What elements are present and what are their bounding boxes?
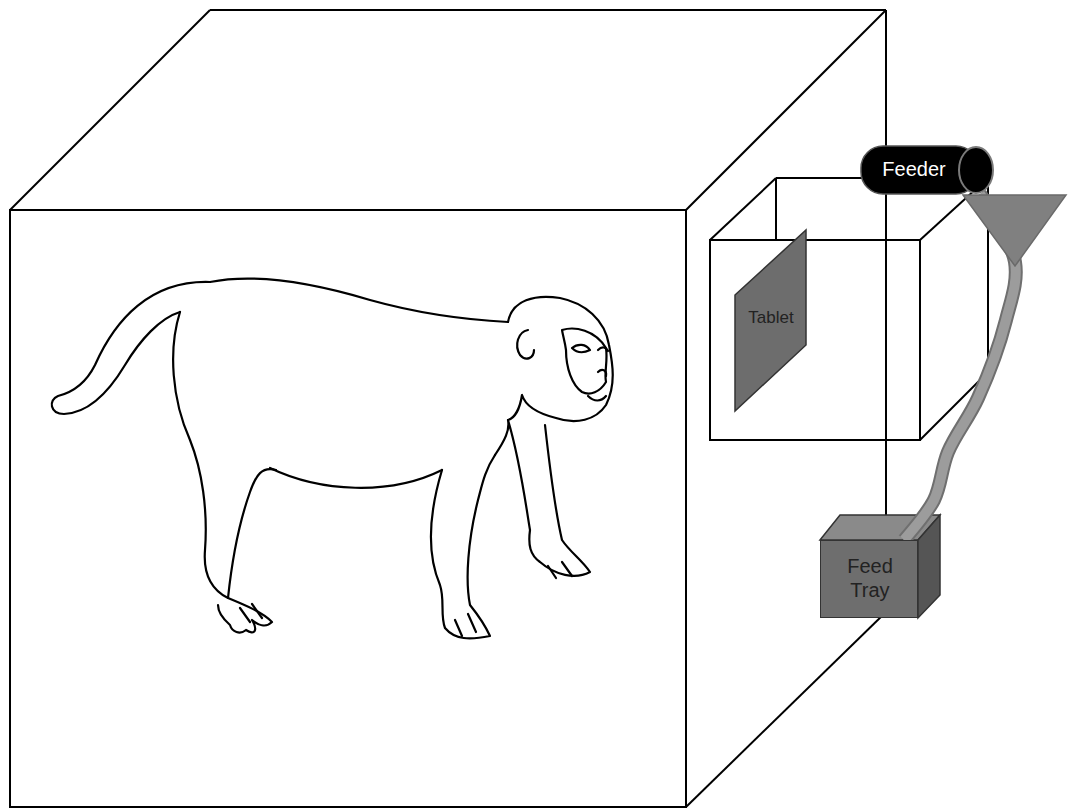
cube-front-face (10, 210, 686, 807)
cube-edge (686, 612, 886, 807)
monkey-front-leg (431, 455, 495, 638)
monkey-belly (270, 468, 442, 488)
funnel (963, 195, 1066, 266)
chamber-edge (710, 178, 776, 240)
tube-body (904, 194, 1016, 540)
node-label: Feeder (864, 157, 964, 181)
chamber-edge (775, 178, 777, 240)
monkey-front-leg (495, 420, 590, 576)
monkey-mouth (588, 396, 606, 401)
node-label: Feed Tray (835, 554, 905, 602)
cube-edge (210, 9, 886, 11)
monkey-toes (240, 604, 262, 622)
edge-layer (904, 194, 1016, 540)
feeder-cylinder: Feeder (860, 145, 997, 195)
monkey-back (210, 278, 508, 322)
monkey-eye (598, 347, 608, 351)
cube-edge (10, 10, 210, 210)
monkey-hind-leg (173, 312, 272, 632)
monkey-drawing (52, 278, 613, 638)
tray-box: Feed Tray (820, 540, 918, 618)
feed-tube (904, 194, 1016, 540)
tablet-chamber (710, 178, 988, 440)
tube-outline (904, 194, 1016, 540)
monkey-face (562, 329, 607, 394)
monkey-hind-leg-inner (228, 469, 276, 598)
monkey-tail (52, 282, 210, 414)
cube-edge (686, 10, 886, 210)
monkey-eye (572, 345, 590, 352)
node-label: Tablet (733, 308, 809, 328)
tray-side-face (918, 515, 940, 618)
monkey-fingers (455, 614, 476, 636)
tablet-panel: Tablet (733, 228, 809, 414)
cylinder-end (959, 147, 993, 193)
enclosure-cube (10, 10, 886, 807)
monkey-head (508, 297, 613, 421)
monkey-fingers (548, 562, 572, 578)
monkey-nose (598, 370, 606, 376)
monkey-ear (517, 330, 534, 359)
